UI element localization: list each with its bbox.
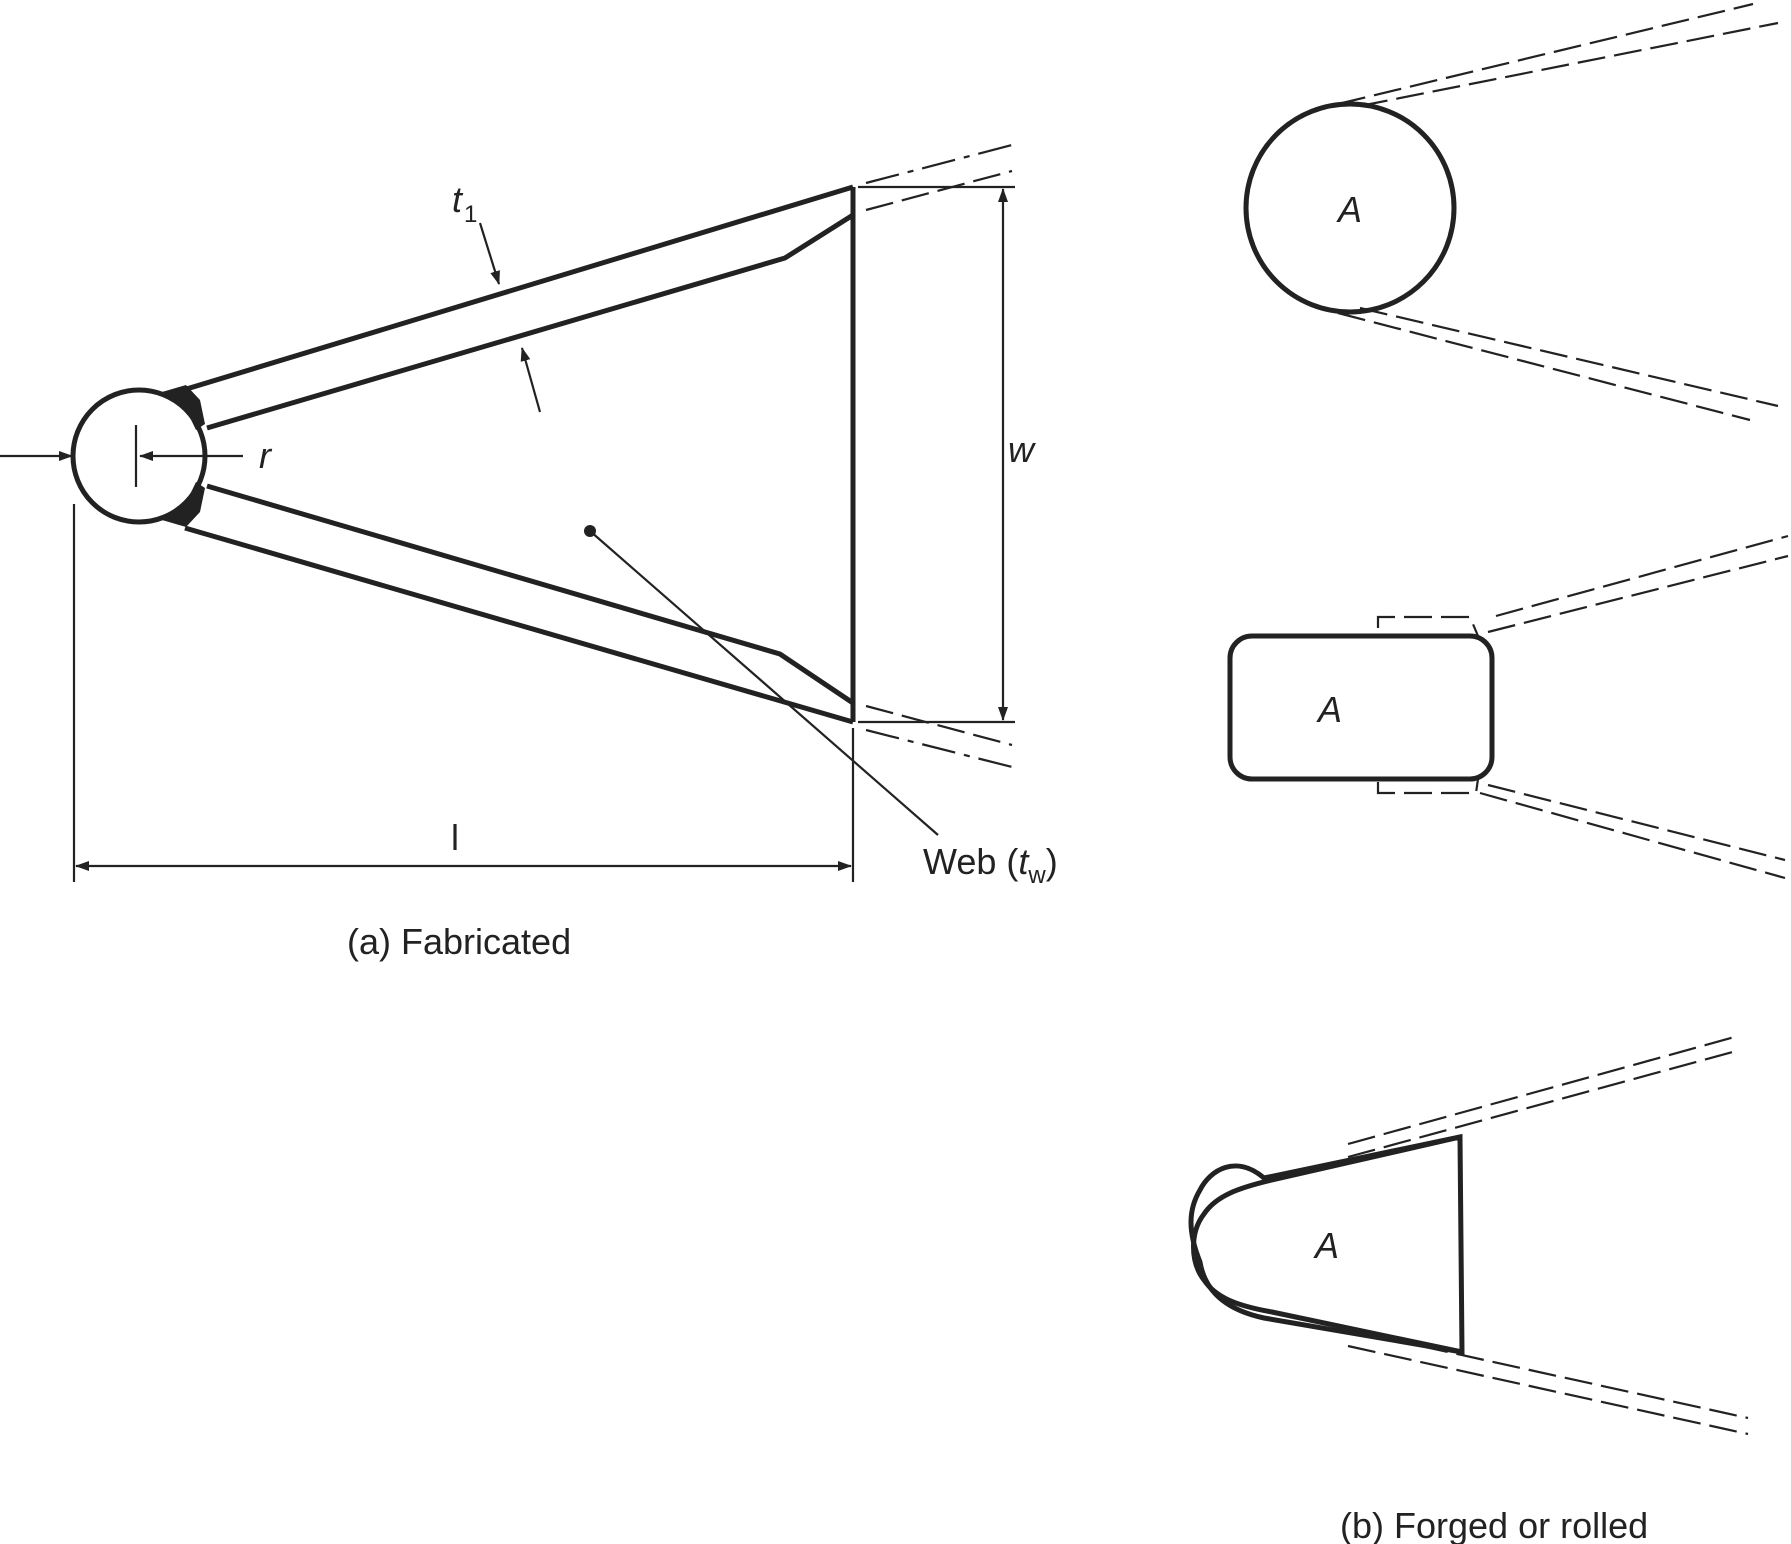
upper-flange-inner — [206, 212, 855, 431]
t1-label: t1 — [452, 179, 477, 228]
lower-flange-outer — [184, 525, 854, 725]
upper-flange-outer — [169, 184, 854, 397]
upper-ext-dash — [865, 169, 1013, 212]
caption-forged: (b) Forged or rolled — [1340, 1505, 1648, 1544]
width-label: w — [1008, 429, 1036, 470]
rectangular-section: A — [1227, 534, 1789, 880]
tapered-section: A — [1188, 1034, 1749, 1436]
circular-section: A — [1243, 2, 1779, 422]
area-label-taper: A — [1313, 1225, 1339, 1266]
lower-flange-inner — [206, 483, 855, 706]
length-label: l — [451, 817, 459, 858]
lower-weld — [162, 482, 205, 527]
area-label-rect: A — [1316, 689, 1342, 730]
rect-shape — [1227, 633, 1495, 782]
upper-weld — [162, 385, 205, 430]
t1-arrow-bottom — [520, 347, 542, 413]
circle-shape — [1243, 101, 1457, 315]
caption-fabricated: (a) Fabricated — [347, 921, 571, 962]
taper-shape — [1188, 1133, 1465, 1355]
lower-ext-dash — [865, 704, 1013, 747]
web-leader-line — [589, 530, 939, 836]
lower-ext-dashdot — [865, 728, 1013, 769]
area-label-circle: A — [1336, 189, 1362, 230]
fabricated-lug: r t1 w l Web (tw) (a) Fabricated — [0, 143, 1058, 962]
web-label: Web (tw) — [923, 841, 1058, 889]
radius-label: r — [259, 435, 273, 476]
upper-ext-dashdot — [865, 143, 1013, 185]
forged-lugs: A A A (b) Forged or rolled — [1188, 2, 1789, 1544]
t1-arrow-top — [478, 222, 501, 285]
